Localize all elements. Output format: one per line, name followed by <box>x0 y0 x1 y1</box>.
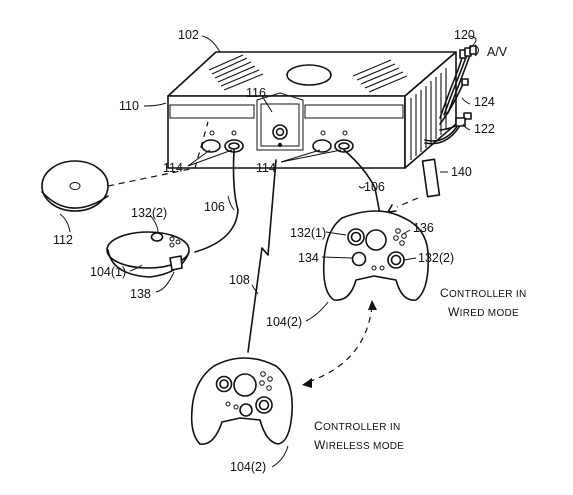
label-106-right: 106 <box>364 180 385 194</box>
label-136: 136 <box>413 221 434 235</box>
label-114-left: 114 <box>163 161 183 175</box>
controller-104-1 <box>106 231 190 278</box>
power-cord <box>424 117 466 145</box>
label-106-left: 106 <box>204 200 225 214</box>
svg-text:CONTROLLER IN: CONTROLLER IN <box>314 419 400 433</box>
label-av: A/V <box>487 45 508 59</box>
label-132-1: 132(1) <box>290 226 326 240</box>
label-104-2-wired: 104(2) <box>266 315 302 329</box>
label-102: 102 <box>178 28 199 42</box>
disc-insert-path <box>107 121 209 187</box>
label-110: 110 <box>119 99 139 113</box>
label-120: 120 <box>454 28 475 42</box>
caption-wired-mode: CONTROLLER IN WIRED MODE <box>440 286 526 319</box>
cable-left <box>194 149 239 253</box>
wireless-link <box>247 159 277 353</box>
svg-text:CONTROLLER IN: CONTROLLER IN <box>440 286 526 300</box>
controller-wireless <box>190 357 293 445</box>
optical-disc <box>41 160 109 212</box>
label-114-right: 114 <box>256 161 276 175</box>
reference-labels: 102 120 A/V 110 116 124 122 114 114 106 … <box>53 28 508 474</box>
label-132-2-right: 132(2) <box>418 251 454 265</box>
label-124: 124 <box>474 95 495 109</box>
controller-wired <box>322 210 430 301</box>
label-132-2-left: 132(2) <box>131 206 167 220</box>
label-140: 140 <box>451 165 472 179</box>
caption-wireless-mode: CONTROLLER IN WIRELESS MODE <box>314 419 404 452</box>
svg-text:WIRED MODE: WIRED MODE <box>448 305 519 319</box>
memory-insert-path <box>396 197 419 208</box>
cable-right <box>343 149 381 215</box>
label-138: 138 <box>130 287 151 301</box>
label-108: 108 <box>229 273 250 287</box>
label-122: 122 <box>474 122 495 136</box>
label-104-2-wireless: 104(2) <box>230 460 266 474</box>
label-112: 112 <box>53 233 73 247</box>
memory-unit <box>421 158 441 198</box>
label-134: 134 <box>298 251 319 265</box>
mode-switch-arrow <box>307 305 373 383</box>
game-console <box>167 51 457 169</box>
svg-text:WIRELESS MODE: WIRELESS MODE <box>314 438 404 452</box>
label-104-1: 104(1) <box>90 265 126 279</box>
label-116: 116 <box>246 86 266 100</box>
leader-lines <box>59 35 479 468</box>
